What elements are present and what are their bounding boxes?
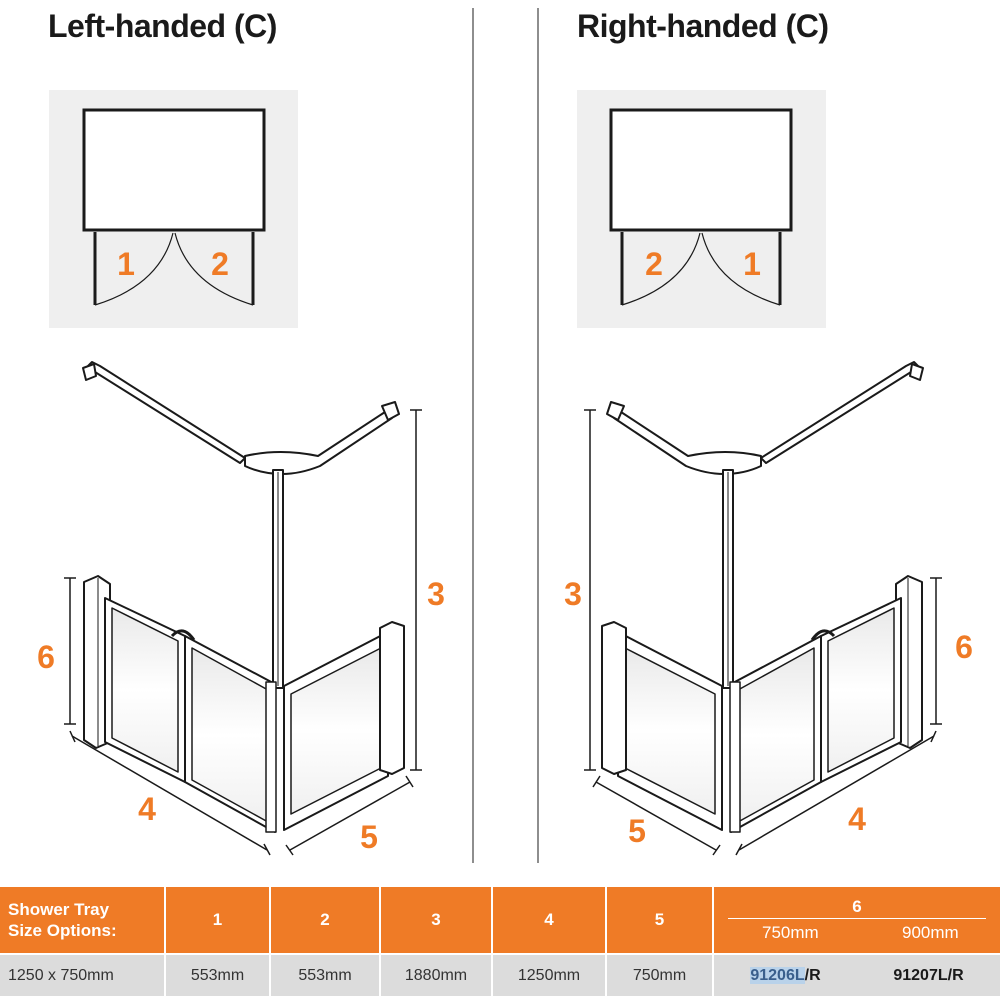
dimension-label-4: 4 (138, 791, 156, 827)
header-size-label: Shower Tray Size Options: (0, 887, 166, 954)
plan-label-door-1: 1 (743, 246, 761, 282)
header-col-1: 1 (165, 887, 271, 954)
panel-divider (472, 8, 474, 863)
cell-col-5: 750mm (606, 953, 714, 996)
dimension-label-6: 6 (955, 629, 973, 665)
right-wall-profile (379, 621, 405, 775)
cell-col-2: 553mm (270, 953, 381, 996)
shower-tray-outline (609, 108, 793, 232)
dimension-label-5: 5 (628, 813, 646, 849)
plan-label-door-2: 2 (211, 246, 229, 282)
left-wall-profile (601, 621, 627, 775)
product-code-900[interactable]: 91207L/R (893, 966, 964, 984)
dimension-line-5 (595, 781, 717, 851)
left-plan-drawing (82, 108, 266, 306)
product-code-750[interactable]: 91206L/R (750, 966, 821, 984)
header-underline (728, 918, 986, 919)
header-col-6: 6 750mm 900mm (713, 887, 1000, 954)
door-handle (170, 629, 196, 641)
door-swing-1 (701, 232, 781, 306)
dimension-label-4: 4 (848, 801, 866, 837)
left-enclosure-drawing (64, 361, 422, 856)
right-panel-title: Right-handed (C) (577, 8, 829, 44)
support-arm-corner (613, 411, 762, 475)
dimension-label-5: 5 (360, 819, 378, 855)
support-arm-corner (244, 411, 393, 475)
header-col-4: 4 (492, 887, 607, 954)
door-swing-2 (621, 232, 701, 306)
dimension-label-3: 3 (427, 576, 445, 612)
cell-col-1: 553mm (165, 953, 271, 996)
shower-tray-outline (82, 108, 266, 232)
dimension-line-4 (738, 735, 935, 851)
support-arm-right (760, 361, 919, 464)
header-col-3: 3 (380, 887, 493, 954)
header-col-2: 2 (270, 887, 381, 954)
dimension-label-6: 6 (37, 639, 55, 675)
cell-col-3: 1880mm (380, 953, 493, 996)
right-plan-drawing (609, 108, 793, 306)
header-col-6-900: 900mm (902, 923, 959, 942)
plan-label-door-2: 2 (645, 246, 663, 282)
dimension-line-5 (289, 781, 411, 851)
door-handle (810, 629, 836, 641)
left-panel-title: Left-handed (C) (48, 8, 277, 44)
dimension-line-4 (71, 735, 268, 851)
door-swing-1 (94, 232, 174, 306)
door-swing-2 (174, 232, 254, 306)
diagram-canvas: 1 2 2 1 (37, 108, 973, 856)
support-arm-left (87, 361, 246, 464)
size-options-table: Shower Tray Size Options: 1 2 3 4 5 6 75… (0, 887, 1000, 996)
header-col-5: 5 (606, 887, 714, 954)
right-enclosure-drawing (584, 361, 942, 856)
dimension-label-3: 3 (564, 576, 582, 612)
cell-col-4: 1250mm (492, 953, 607, 996)
header-col-6-750: 750mm (762, 923, 819, 942)
table-row: 1250 x 750mm 553mm 553mm 1880mm 1250mm 7… (0, 953, 1000, 996)
panel-divider (537, 8, 539, 863)
plan-label-door-1: 1 (117, 246, 135, 282)
cell-tray-size: 1250 x 750mm (0, 953, 166, 996)
cell-product-codes: 91206L/R 91207L/R (713, 953, 1000, 996)
table-header-row: Shower Tray Size Options: 1 2 3 4 5 6 75… (0, 887, 1000, 954)
